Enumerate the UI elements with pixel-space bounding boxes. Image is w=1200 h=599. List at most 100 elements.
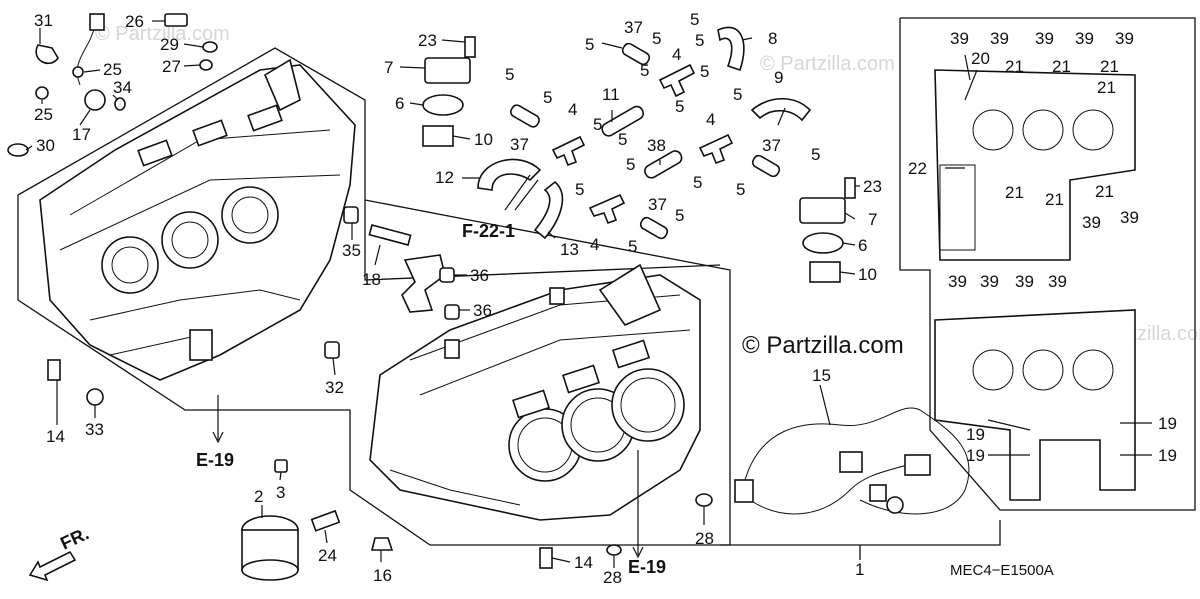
callout-7: 7 bbox=[868, 210, 877, 229]
callout-37: 37 bbox=[648, 195, 667, 214]
callout-17: 17 bbox=[72, 125, 91, 144]
callout-6: 6 bbox=[858, 236, 867, 255]
callout-28: 28 bbox=[695, 529, 714, 548]
callout-37: 37 bbox=[624, 18, 643, 37]
callout-30: 30 bbox=[36, 136, 55, 155]
callout-4: 4 bbox=[706, 110, 715, 129]
callout-18: 18 bbox=[362, 270, 381, 289]
callout-19: 19 bbox=[966, 425, 985, 444]
hose-12 bbox=[477, 158, 542, 191]
callout-5: 5 bbox=[585, 35, 594, 54]
callout-21: 21 bbox=[1045, 190, 1064, 209]
callout-4: 4 bbox=[590, 235, 599, 254]
callout-28: 28 bbox=[603, 568, 622, 587]
callout-10: 10 bbox=[474, 130, 493, 149]
front-arrow: FR. bbox=[28, 523, 92, 582]
callout-39: 39 bbox=[980, 272, 999, 291]
faint-watermark: © Partzilla.com bbox=[760, 53, 895, 75]
callout-39: 39 bbox=[1082, 213, 1101, 232]
callout-19: 19 bbox=[1158, 446, 1177, 465]
callout-39: 39 bbox=[990, 29, 1009, 48]
hoses-and-joints bbox=[477, 26, 812, 240]
callout-5: 5 bbox=[700, 62, 709, 81]
tube-37d bbox=[639, 216, 669, 240]
callout-39: 39 bbox=[1120, 208, 1139, 227]
callout-4: 4 bbox=[568, 100, 577, 119]
small-parts bbox=[7, 13, 856, 581]
callout-9: 9 bbox=[774, 68, 783, 87]
callout-5: 5 bbox=[675, 97, 684, 116]
callout-3: 3 bbox=[276, 483, 285, 502]
tube-11 bbox=[601, 105, 645, 137]
callout-21: 21 bbox=[1005, 57, 1024, 76]
t-joint-d bbox=[588, 193, 626, 225]
callout-15: 15 bbox=[812, 366, 831, 385]
callout-5: 5 bbox=[695, 31, 704, 50]
callout-39: 39 bbox=[948, 272, 967, 291]
wire-harness bbox=[734, 407, 970, 515]
callout-14: 14 bbox=[46, 427, 65, 446]
callout-5: 5 bbox=[575, 180, 584, 199]
callout-5: 5 bbox=[736, 180, 745, 199]
callout-19: 19 bbox=[1158, 414, 1177, 433]
callout-11: 11 bbox=[602, 85, 620, 104]
callout-35: 35 bbox=[342, 241, 361, 260]
callout-2: 2 bbox=[254, 487, 263, 506]
callout-5: 5 bbox=[626, 155, 635, 174]
ref-e19-left: E-19 bbox=[196, 450, 234, 470]
callout-21: 21 bbox=[1100, 57, 1119, 76]
t-joint-c bbox=[698, 133, 734, 165]
callout-numbers: 31 26 29 27 25 25 34 17 30 23 7 6 10 12 … bbox=[34, 10, 1177, 587]
diagram-code: MEC4−E1500A bbox=[950, 562, 1054, 579]
callout-5: 5 bbox=[505, 65, 514, 84]
callout-5: 5 bbox=[652, 29, 661, 48]
callout-32: 32 bbox=[325, 378, 344, 397]
callout-5: 5 bbox=[593, 115, 602, 134]
faint-watermark: © Partzilla.com bbox=[95, 23, 230, 45]
callout-5: 5 bbox=[628, 237, 637, 256]
watermark: © Partzilla.com bbox=[742, 332, 904, 359]
callout-5: 5 bbox=[811, 145, 820, 164]
harness-frame bbox=[720, 520, 1001, 546]
lower-case-frame bbox=[364, 200, 721, 281]
callout-14: 14 bbox=[574, 553, 593, 572]
callout-5: 5 bbox=[675, 206, 684, 225]
hose-9 bbox=[750, 98, 812, 122]
tube-37b bbox=[510, 104, 540, 128]
callout-39: 39 bbox=[1048, 272, 1067, 291]
callout-20: 20 bbox=[971, 49, 990, 68]
callout-39: 39 bbox=[1075, 29, 1094, 48]
callout-25: 25 bbox=[34, 105, 53, 124]
callout-24: 24 bbox=[318, 546, 337, 565]
callout-29: 29 bbox=[160, 35, 179, 54]
callout-23: 23 bbox=[863, 177, 882, 196]
callout-5: 5 bbox=[640, 61, 649, 80]
callout-34: 34 bbox=[113, 78, 132, 97]
tube-37c bbox=[751, 154, 781, 178]
callout-6: 6 bbox=[395, 94, 404, 113]
callout-27: 27 bbox=[162, 57, 181, 76]
callout-5: 5 bbox=[733, 85, 742, 104]
callout-21: 21 bbox=[1097, 78, 1116, 97]
tube-37a bbox=[621, 42, 651, 66]
callout-22: 22 bbox=[908, 159, 927, 178]
callout-7: 7 bbox=[384, 58, 393, 77]
ref-f22-1: F-22-1 bbox=[462, 221, 515, 241]
callout-12: 12 bbox=[435, 168, 454, 187]
callout-21: 21 bbox=[1052, 57, 1071, 76]
callout-23: 23 bbox=[418, 31, 437, 50]
callout-37: 37 bbox=[762, 136, 781, 155]
callout-5: 5 bbox=[690, 10, 699, 29]
callout-26: 26 bbox=[125, 12, 144, 31]
callout-37: 37 bbox=[510, 135, 529, 154]
reference-labels: E-19 E-19 F-22-1 bbox=[196, 221, 666, 577]
upper-case-frame bbox=[17, 47, 731, 546]
callout-4: 4 bbox=[672, 45, 681, 64]
callout-31: 31 bbox=[34, 11, 53, 30]
gasket-frame bbox=[899, 17, 1196, 511]
lower-crankcase bbox=[369, 263, 701, 521]
callout-39: 39 bbox=[950, 29, 969, 48]
callout-21: 21 bbox=[1005, 183, 1024, 202]
callout-38: 38 bbox=[647, 136, 666, 155]
